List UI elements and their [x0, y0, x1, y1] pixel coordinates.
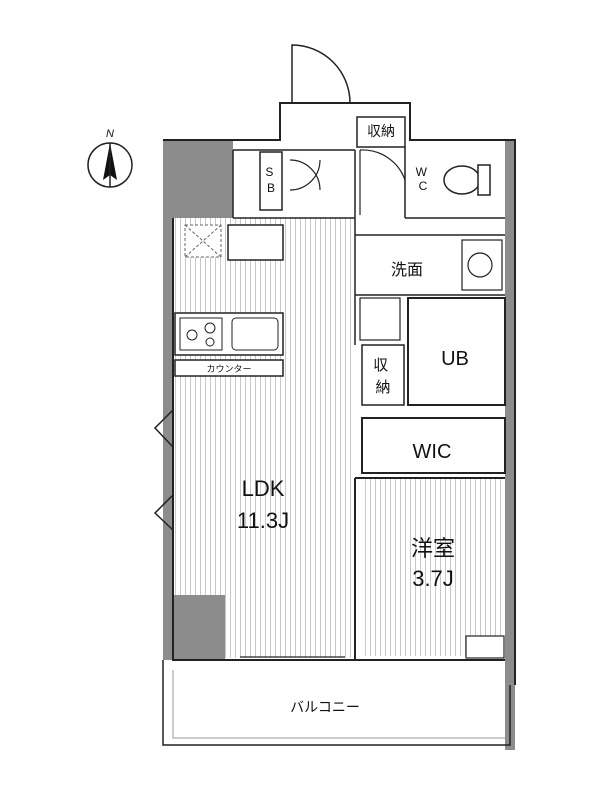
ub-label: UB	[441, 348, 469, 370]
ldk-floor	[172, 218, 355, 658]
fridge-space-icon	[184, 224, 222, 258]
ldk-name: LDK	[242, 476, 285, 501]
shoe-box	[259, 151, 283, 211]
compass-letter: N	[106, 128, 114, 140]
ldk-size: 11.3J	[237, 508, 289, 533]
hall-walls	[232, 149, 356, 219]
entrance-door	[291, 44, 351, 104]
washbasin-icon	[461, 239, 503, 291]
counter-label: カウンター	[206, 364, 251, 375]
western-size: 3.7J	[412, 566, 454, 591]
wall-right	[505, 140, 515, 685]
entry-doors	[289, 159, 321, 191]
storage-mid-box	[361, 344, 405, 406]
wall-left	[163, 140, 173, 660]
storage-top-box	[356, 116, 406, 148]
wc-walls	[404, 147, 505, 219]
western-room-walls	[354, 477, 505, 661]
washroom-walls	[354, 218, 505, 345]
wc-door	[359, 149, 406, 215]
window-1	[153, 409, 174, 448]
western-name: 洋室	[411, 537, 455, 562]
wall-top-left-block	[163, 140, 233, 218]
washer-space	[359, 297, 401, 341]
balcony-door	[240, 656, 345, 661]
sink-icon	[231, 317, 279, 351]
washroom-label: 洗面	[391, 260, 423, 279]
storage-top-label: 収納	[367, 124, 395, 140]
balcony-label: バルコニー	[290, 700, 360, 716]
window-2	[153, 494, 174, 531]
balcony-inner	[172, 670, 505, 739]
wc-label: W C	[416, 165, 431, 193]
balcony-outline	[162, 660, 511, 746]
kitchen-cabinet	[227, 224, 284, 261]
closet-box	[465, 635, 505, 659]
counter-bar	[174, 359, 284, 377]
ub-room	[407, 297, 506, 406]
sb-label: S B	[265, 165, 276, 195]
storage-mid-label: 収 納	[373, 356, 393, 396]
stove-icon	[179, 317, 223, 351]
outer-wall	[163, 102, 516, 685]
wic-room	[361, 417, 506, 474]
western-floor	[362, 478, 506, 656]
wic-label: WIC	[413, 441, 452, 463]
compass-icon	[87, 142, 133, 188]
toilet-icon	[443, 164, 491, 196]
